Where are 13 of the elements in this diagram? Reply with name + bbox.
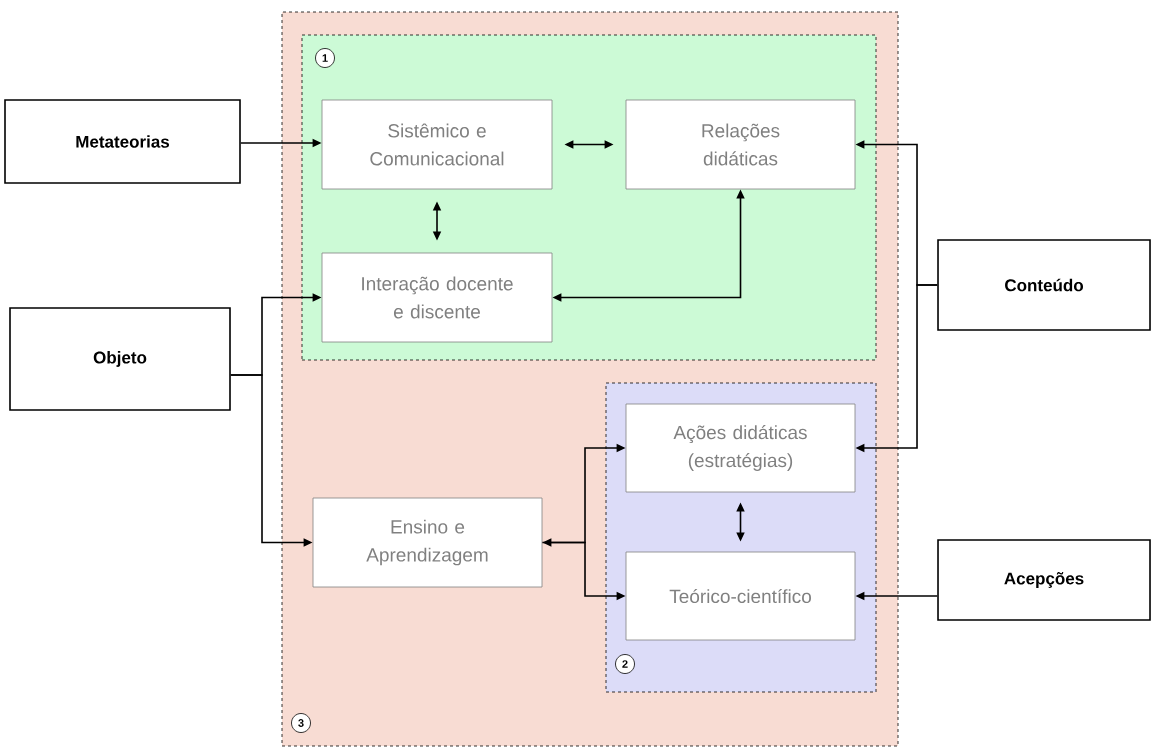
concept-box: Acepções: [937, 539, 1151, 621]
process-box: Teórico-científico: [625, 551, 856, 641]
process-box: Relações didáticas: [625, 99, 856, 190]
circled-number: 3: [291, 713, 311, 733]
concept-box: Metateorias: [4, 99, 241, 184]
concept-box: Conteúdo: [937, 239, 1151, 331]
circled-number: 2: [615, 654, 635, 674]
process-box: Sistêmico e Comunicacional: [321, 99, 553, 190]
circled-number: 1: [315, 48, 335, 68]
concept-box: Objeto: [9, 307, 231, 411]
process-box: Ações didáticas (estratégias): [625, 403, 856, 493]
process-box: Interação docente e discente: [321, 252, 553, 343]
process-box: Ensino e Aprendizagem: [312, 497, 543, 588]
